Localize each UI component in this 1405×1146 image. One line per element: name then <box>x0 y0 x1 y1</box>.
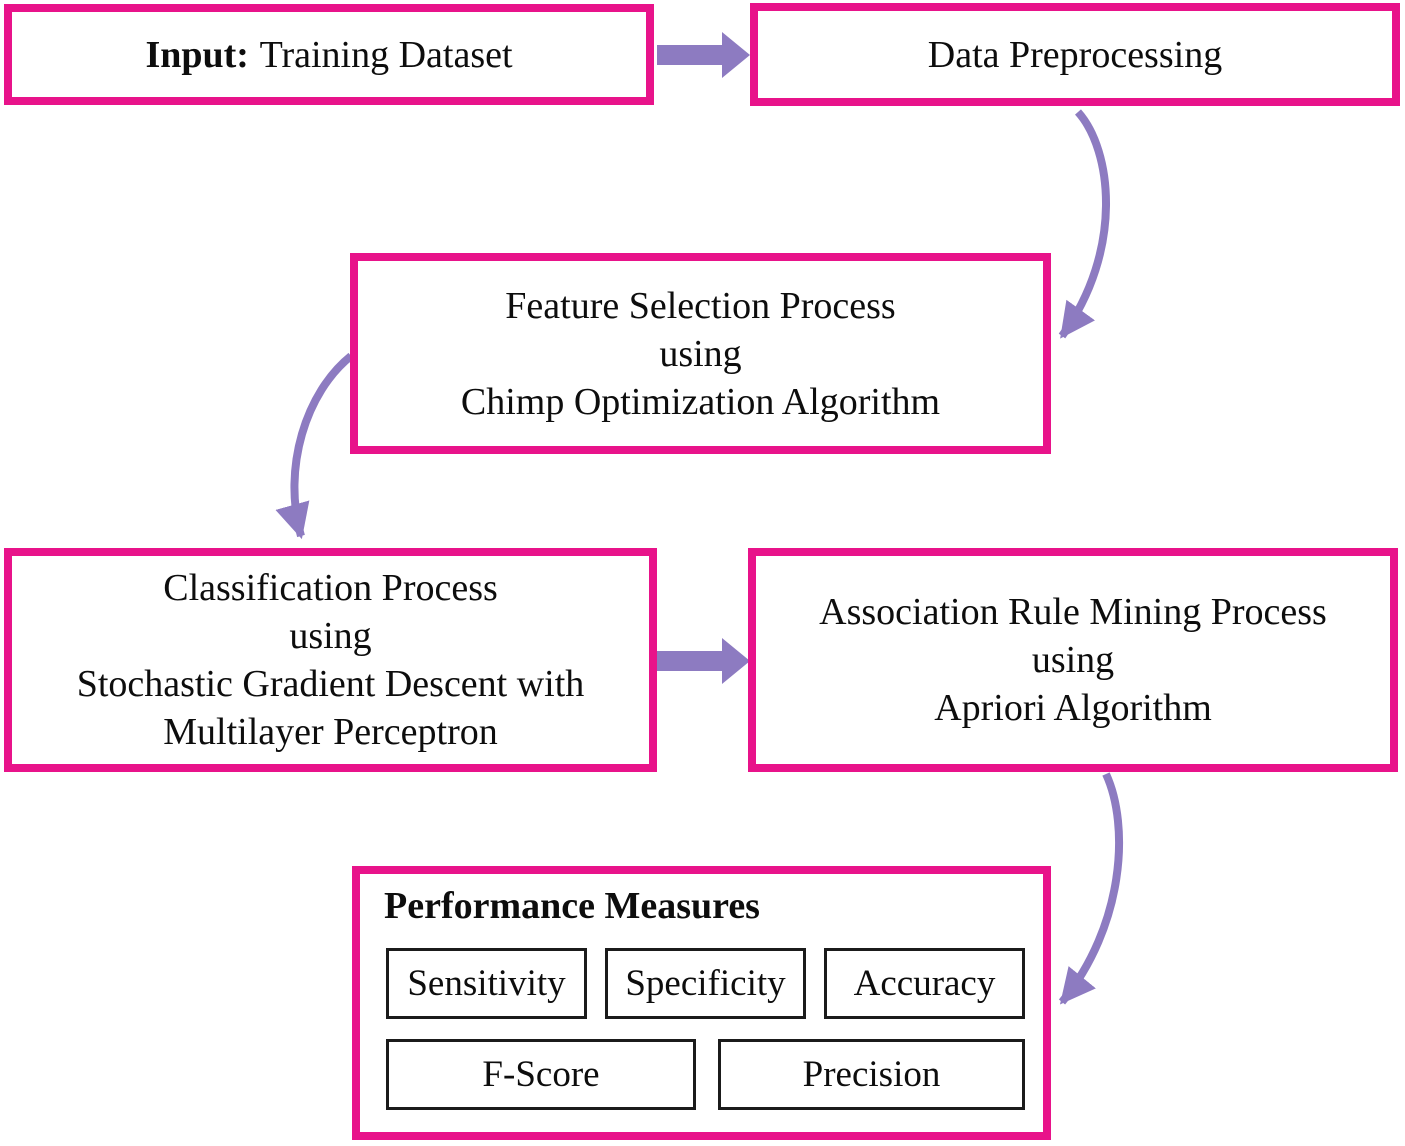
performance-measures-title: Performance Measures <box>384 885 760 927</box>
measure-sensitivity-label: Sensitivity <box>407 963 566 1004</box>
data-preprocessing-label: Data Preprocessing <box>927 33 1223 76</box>
association-rule-mining-box: Association Rule Mining Process using Ap… <box>748 548 1398 772</box>
arrow-classification-to-association-icon <box>657 638 750 684</box>
arrow-feature-selection-to-classification-icon <box>275 352 354 540</box>
association-line-3: Apriori Algorithm <box>934 687 1212 729</box>
feature-selection-line-2: using <box>659 332 742 375</box>
classification-line-4: Multilayer Perceptron <box>163 711 498 753</box>
classification-line-2: using <box>289 615 372 657</box>
measure-specificity: Specificity <box>605 948 806 1019</box>
measure-accuracy-label: Accuracy <box>853 963 996 1004</box>
classification-line-3: Stochastic Gradient Descent with <box>76 663 585 705</box>
association-rule-mining-label: Association Rule Mining Process using Ap… <box>819 588 1327 732</box>
measure-f-score: F-Score <box>386 1039 696 1110</box>
feature-selection-box: Feature Selection Process using Chimp Op… <box>350 253 1051 454</box>
arrow-association-to-performance-icon <box>1058 772 1123 1005</box>
association-line-2: using <box>1031 639 1115 681</box>
feature-selection-label: Feature Selection Process using Chimp Op… <box>461 282 940 426</box>
feature-selection-line-3: Chimp Optimization Algorithm <box>460 380 941 423</box>
input-rest: Training Dataset <box>259 33 513 76</box>
measure-sensitivity: Sensitivity <box>386 948 587 1019</box>
classification-line-1: Classification Process <box>163 567 498 609</box>
arrow-preprocessing-to-feature-selection-icon <box>1058 109 1110 339</box>
input-prefix: Input: <box>145 33 249 76</box>
measure-precision-label: Precision <box>802 1054 941 1095</box>
classification-label: Classification Process using Stochastic … <box>77 564 585 756</box>
measure-accuracy: Accuracy <box>824 948 1025 1019</box>
input-training-dataset-box: Input:Training Dataset <box>4 4 654 105</box>
data-preprocessing-box: Data Preprocessing <box>750 3 1400 106</box>
association-line-1: Association Rule Mining Process <box>819 591 1327 633</box>
measure-precision: Precision <box>718 1039 1025 1110</box>
arrow-input-to-preprocessing-icon <box>657 32 750 78</box>
measure-specificity-label: Specificity <box>625 963 786 1004</box>
measure-f-score-label: F-Score <box>482 1054 600 1095</box>
performance-measures-box: Performance Measures Sensitivity Specifi… <box>352 866 1051 1140</box>
classification-box: Classification Process using Stochastic … <box>4 548 657 772</box>
input-training-dataset-label: Input:Training Dataset <box>145 31 512 79</box>
feature-selection-line-1: Feature Selection Process <box>505 284 896 327</box>
